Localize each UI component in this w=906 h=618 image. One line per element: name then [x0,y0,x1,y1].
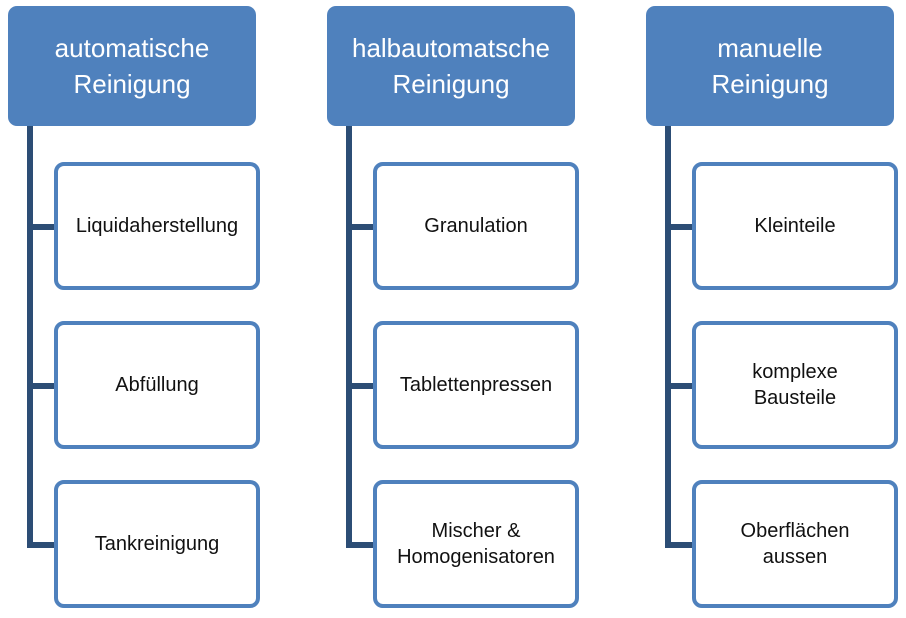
item-kleinteile: Kleinteile [692,162,898,290]
item-liquidaherstellung: Liquidaherstellung [54,162,260,290]
connector-branch [346,224,374,230]
header-manuelle-reinigung: manuelle Reinigung [646,6,894,126]
connector-branch [27,224,55,230]
header-halbautomatsche-reinigung: halbautomatsche Reinigung [327,6,575,126]
connector-trunk [665,126,671,548]
connector-branch [346,383,374,389]
connector-branch [665,542,693,548]
item-abfuellung: Abfüllung [54,321,260,449]
column-automatische-reinigung: automatische Reinigung Liquidaherstellun… [0,0,260,618]
item-mischer-homogenisatoren: Mischer & Homogenisatoren [373,480,579,608]
item-oberflaechen-aussen: Oberflächen aussen [692,480,898,608]
column-halbautomatsche-reinigung: halbautomatsche Reinigung Granulation Ta… [319,0,579,618]
column-manuelle-reinigung: manuelle Reinigung Kleinteile komplexe B… [638,0,898,618]
header-automatische-reinigung: automatische Reinigung [8,6,256,126]
item-granulation: Granulation [373,162,579,290]
item-tablettenpressen: Tablettenpressen [373,321,579,449]
item-tankreinigung: Tankreinigung [54,480,260,608]
connector-branch [27,383,55,389]
connector-trunk [346,126,352,548]
connector-trunk [27,126,33,548]
connector-branch [346,542,374,548]
connector-branch [27,542,55,548]
connector-branch [665,383,693,389]
connector-branch [665,224,693,230]
item-komplexe-bausteile: komplexe Bausteile [692,321,898,449]
